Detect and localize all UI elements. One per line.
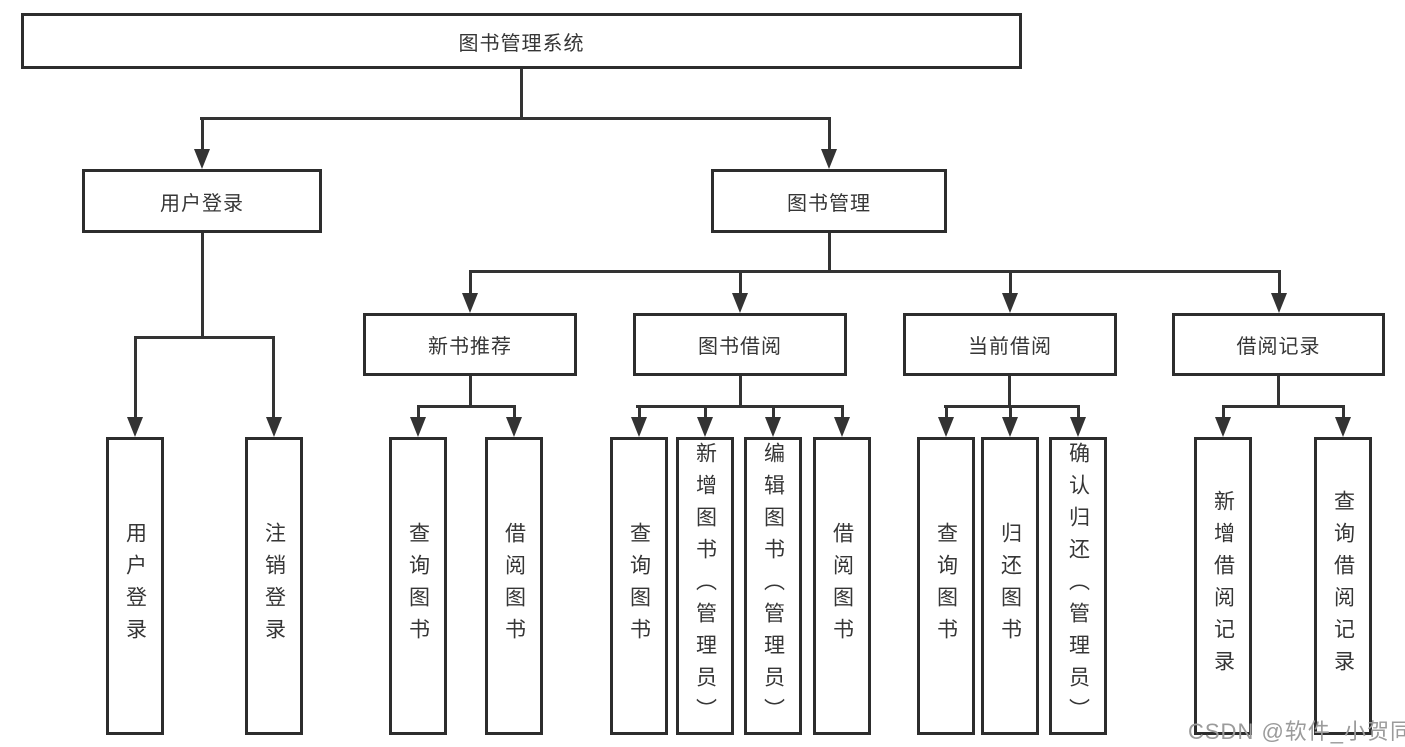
leaf-logout-login-label: 注销登录 [262, 522, 286, 650]
leaf-query-books-current: 查询图书 [917, 437, 975, 735]
line-segment [1222, 405, 1344, 408]
line-segment [704, 405, 707, 419]
line-segment [1008, 376, 1011, 406]
leaf-query-borrow-record-label: 查询借阅记录 [1331, 490, 1355, 682]
line-segment [1277, 376, 1280, 406]
arrow-down-icon [732, 293, 748, 313]
line-segment [201, 117, 204, 151]
arrow-down-icon [631, 417, 647, 437]
line-segment [739, 270, 742, 295]
arrow-down-icon [697, 417, 713, 437]
leaf-query-books-recommend: 查询图书 [389, 437, 447, 735]
leaf-confirm-return-admin-label: 确认归还（管理员） [1066, 442, 1090, 730]
node-book-borrow-label: 图书借阅 [698, 336, 782, 358]
leaf-query-borrow-record: 查询借阅记录 [1314, 437, 1372, 735]
node-book-management: 图书管理 [711, 169, 947, 233]
line-segment [1222, 405, 1225, 419]
line-segment [520, 69, 523, 118]
line-segment [134, 336, 275, 339]
arrow-down-icon [1002, 293, 1018, 313]
arrow-down-icon [506, 417, 522, 437]
leaf-borrow-books-recommend-label: 借阅图书 [502, 522, 526, 650]
arrow-down-icon [462, 293, 478, 313]
leaf-return-books-label: 归还图书 [998, 522, 1022, 650]
line-segment [201, 233, 204, 337]
line-segment [1077, 405, 1080, 419]
leaf-logout-login: 注销登录 [245, 437, 303, 735]
leaf-query-books-borrow-label: 查询图书 [627, 522, 651, 650]
node-borrow-records: 借阅记录 [1172, 313, 1385, 376]
node-new-book-recommend: 新书推荐 [363, 313, 577, 376]
leaf-query-books-recommend-label: 查询图书 [406, 522, 430, 650]
leaf-confirm-return-admin: 确认归还（管理员） [1049, 437, 1107, 735]
line-segment [636, 405, 843, 408]
leaf-borrow-books-borrow-label: 借阅图书 [830, 522, 854, 650]
leaf-edit-books-admin-label: 编辑图书（管理员） [761, 442, 785, 730]
arrow-down-icon [410, 417, 426, 437]
node-root-label: 图书管理系统 [458, 32, 585, 55]
arrow-down-icon [938, 417, 954, 437]
leaf-query-books-borrow: 查询图书 [610, 437, 668, 735]
line-segment [739, 376, 742, 406]
node-root: 图书管理系统 [21, 13, 1022, 69]
leaf-add-books-admin: 新增图书（管理员） [676, 437, 734, 735]
line-segment [945, 405, 948, 419]
line-segment [841, 405, 844, 419]
watermark: CSDN @软件_小贺同学 [1188, 719, 1405, 744]
leaf-user-login-label: 用户登录 [123, 522, 147, 650]
line-segment [417, 405, 420, 419]
line-segment [638, 405, 641, 419]
line-segment [1009, 405, 1012, 419]
line-segment [1278, 270, 1281, 295]
line-segment [772, 405, 775, 419]
leaf-add-borrow-record: 新增借阅记录 [1194, 437, 1252, 735]
line-segment [1009, 270, 1012, 295]
arrow-down-icon [1215, 417, 1231, 437]
leaf-add-borrow-record-label: 新增借阅记录 [1211, 490, 1235, 682]
arrow-down-icon [1002, 417, 1018, 437]
node-user-login: 用户登录 [82, 169, 322, 233]
arrow-down-icon [834, 417, 850, 437]
arrow-down-icon [194, 149, 210, 169]
line-segment [513, 405, 516, 419]
line-segment [272, 336, 275, 421]
leaf-edit-books-admin: 编辑图书（管理员） [744, 437, 802, 735]
leaf-borrow-books-borrow: 借阅图书 [813, 437, 871, 735]
arrow-down-icon [266, 417, 282, 437]
leaf-query-books-current-label: 查询图书 [934, 522, 958, 650]
node-current-borrow-label: 当前借阅 [968, 336, 1052, 358]
node-book-management-label: 图书管理 [787, 192, 871, 215]
line-segment [200, 117, 831, 120]
line-segment [134, 336, 137, 421]
line-segment [469, 270, 1280, 273]
line-segment [828, 117, 831, 151]
leaf-borrow-books-recommend: 借阅图书 [485, 437, 543, 735]
line-segment [417, 405, 515, 408]
arrow-down-icon [765, 417, 781, 437]
line-segment [469, 270, 472, 295]
leaf-return-books: 归还图书 [981, 437, 1039, 735]
arrow-down-icon [821, 149, 837, 169]
node-new-book-recommend-label: 新书推荐 [428, 336, 512, 358]
line-segment [828, 233, 831, 271]
arrow-down-icon [1271, 293, 1287, 313]
node-current-borrow: 当前借阅 [903, 313, 1117, 376]
line-segment [1342, 405, 1345, 419]
arrow-down-icon [127, 417, 143, 437]
node-user-login-label: 用户登录 [160, 192, 244, 215]
arrow-down-icon [1070, 417, 1086, 437]
line-segment [469, 376, 472, 406]
leaf-add-books-admin-label: 新增图书（管理员） [693, 442, 717, 730]
arrow-down-icon [1335, 417, 1351, 437]
node-borrow-records-label: 借阅记录 [1236, 336, 1321, 358]
node-book-borrow: 图书借阅 [633, 313, 847, 376]
leaf-user-login: 用户登录 [106, 437, 164, 735]
